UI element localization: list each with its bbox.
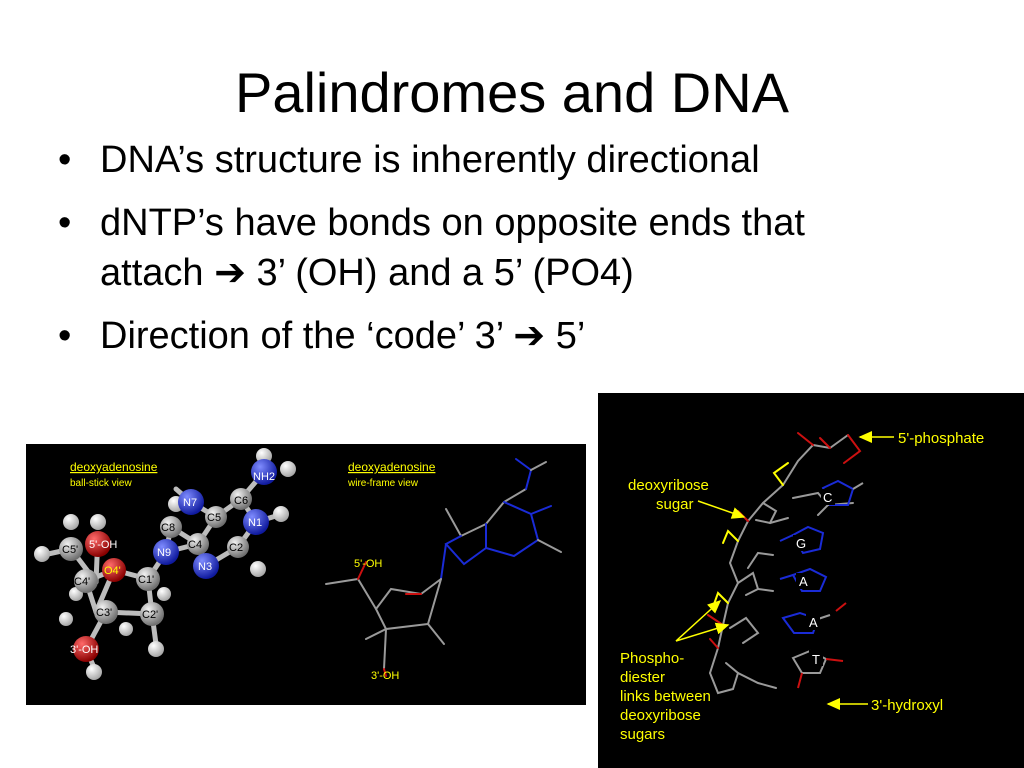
atom-label: N9 — [157, 547, 171, 559]
atom-label: C2' — [142, 609, 158, 621]
atom-label: C1' — [138, 574, 154, 586]
deoxyadenosine-illustration: deoxyadenosine ball-stick view — [34, 448, 562, 682]
bullet-fragment: 5’ — [555, 315, 586, 357]
wire-frame-subtitle: wire-frame view — [347, 478, 419, 489]
phosphate-label: 5'-phosphate — [898, 430, 984, 447]
deoxyadenosine-figure: deoxyadenosine ball-stick view — [26, 444, 586, 705]
atom-label: C5' — [62, 544, 78, 556]
hydroxyl-label: 3'-hydroxyl — [871, 697, 943, 714]
atom-label: N1 — [248, 517, 262, 529]
deoxyribose-label: deoxyribose — [628, 477, 709, 494]
bullet-item: Direction of the ‘code’ 3’ ➔ 5’ — [58, 311, 978, 361]
wire-frame-label: 3'-OH — [371, 670, 399, 682]
oxygen-atoms — [73, 531, 126, 662]
atom-label: N3 — [198, 561, 212, 573]
base-letters: C G A A T — [793, 489, 835, 667]
base-letter: A — [809, 615, 818, 630]
right-arrow-icon: ➔ — [513, 315, 546, 357]
wire-frame-title: deoxyadenosine — [348, 460, 436, 474]
atom-label: N7 — [183, 497, 197, 509]
bullet-text: DNA’s structure is inherently directiona… — [100, 139, 760, 181]
base-letter: T — [812, 652, 820, 667]
atom-label: 3'-OH — [70, 644, 98, 656]
dna-strand-illustration: C G A A T 5'-phosphate deoxyribose sugar… — [620, 430, 984, 743]
bullet-fragment: attach — [100, 252, 204, 294]
atom-label: C8 — [161, 522, 175, 534]
slide-title: Palindromes and DNA — [234, 61, 790, 124]
sugar-label: sugar — [656, 496, 694, 513]
base-letter: A — [799, 574, 808, 589]
dna-strand-figure: C G A A T 5'-phosphate deoxyribose sugar… — [598, 393, 1024, 768]
base-letter: G — [796, 536, 806, 551]
bullet-fragment: Direction of the ‘code’ 3’ — [100, 315, 503, 357]
atom-label: C4' — [74, 576, 90, 588]
callout-arrows — [675, 431, 894, 710]
bullet-fragment: 3’ (OH) and a 5’ (PO4) — [256, 252, 634, 294]
atom-label: C2 — [229, 542, 243, 554]
carbon-atoms — [59, 488, 252, 626]
atom-label: O4' — [104, 565, 121, 577]
nitrogen-atoms — [153, 459, 277, 579]
phosphodiester-label: links between — [620, 688, 711, 705]
atom-label: C4 — [188, 539, 202, 551]
atom-label: C3' — [96, 607, 112, 619]
atom-labels: NH2 C6 N7 C5 N1 C8 C4 C2 N9 N3 C5' 5'-OH… — [62, 471, 275, 656]
atom-label: 5'-OH — [89, 539, 117, 551]
right-arrow-icon: ➔ — [214, 252, 246, 294]
bullet-item: dNTP’s have bonds on opposite ends that … — [58, 198, 978, 298]
ball-stick-title: deoxyadenosine — [70, 460, 158, 474]
bullet-text-continued: attach ➔ 3’ (OH) and a 5’ (PO4) — [100, 248, 978, 298]
atom-label: NH2 — [253, 471, 275, 483]
atom-label: C5 — [207, 512, 221, 524]
phosphodiester-label: Phospho- — [620, 650, 684, 667]
phosphodiester-label: sugars — [620, 726, 665, 743]
bullet-list: DNA’s structure is inherently directiona… — [58, 135, 978, 374]
sugar-phosphate-backbone — [707, 432, 862, 695]
wire-frame-label: 5'-OH — [354, 558, 382, 570]
base-letter: C — [823, 490, 832, 505]
bullet-item: DNA’s structure is inherently directiona… — [58, 135, 978, 185]
phosphodiester-label: deoxyribose — [620, 707, 701, 724]
callout-labels: 5'-phosphate deoxyribose sugar 3'-hydrox… — [620, 430, 984, 743]
phosphodiester-label: diester — [620, 669, 665, 686]
bullet-text: dNTP’s have bonds on opposite ends that — [100, 202, 805, 244]
ball-stick-subtitle: ball-stick view — [70, 478, 132, 489]
atom-label: C6 — [234, 495, 248, 507]
wire-frame-molecule — [325, 458, 562, 677]
